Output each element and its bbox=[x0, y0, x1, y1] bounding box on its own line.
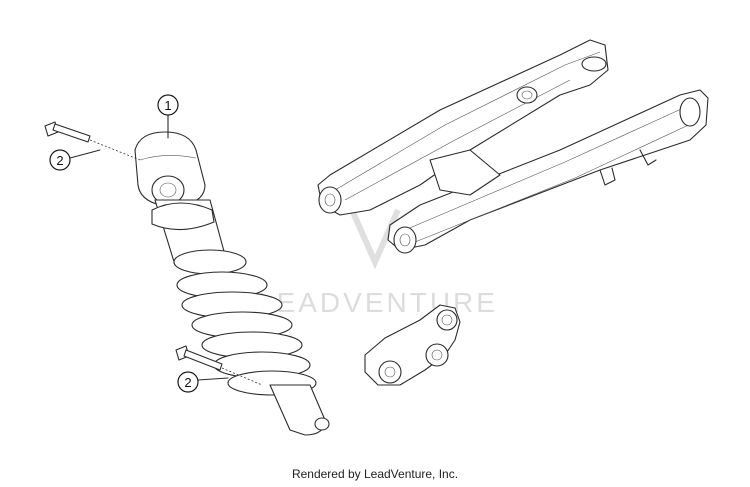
callout-2-upper-label: 2 bbox=[56, 153, 63, 168]
callout-2a-leader bbox=[69, 149, 101, 159]
callout-2-lower[interactable]: 2 bbox=[177, 371, 199, 393]
callout-2-upper[interactable]: 2 bbox=[49, 149, 71, 171]
shock-absorber bbox=[134, 131, 330, 436]
callout-2-lower-label: 2 bbox=[184, 375, 191, 390]
bolt-upper bbox=[44, 121, 141, 161]
callout-1-label: 1 bbox=[164, 98, 171, 113]
callout-1[interactable]: 1 bbox=[157, 94, 179, 116]
watermark-text: LEADVENTURE bbox=[258, 287, 498, 318]
footer-credit: Rendered by LeadVenture, Inc. bbox=[291, 467, 459, 481]
bolt-lower bbox=[175, 345, 263, 386]
callout-2b-leader bbox=[197, 377, 229, 381]
swingarm bbox=[317, 39, 709, 254]
linkage-rocker bbox=[364, 304, 461, 386]
